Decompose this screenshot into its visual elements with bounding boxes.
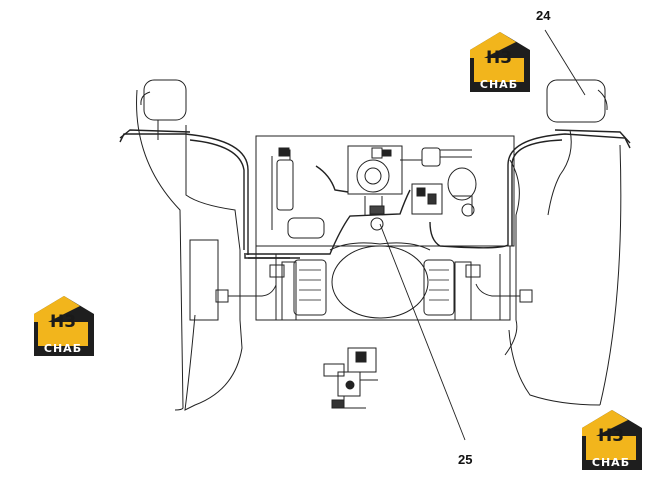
- callout-label-25: 25: [458, 452, 473, 467]
- fuel-filter-left: [271, 147, 325, 239]
- watermark-text: СНАБ: [591, 456, 631, 469]
- brackets: [215, 264, 533, 303]
- watermark-logo: H3 СНАБ: [578, 406, 648, 472]
- watermark-mark: H3: [49, 312, 77, 332]
- leader-lines: [379, 29, 586, 441]
- watermark-logo: H3 СНАБ: [30, 292, 100, 358]
- watermark-logo-icon: [582, 410, 642, 470]
- watermark-logo-icon: [470, 32, 530, 92]
- callout-label-24: 24: [536, 8, 551, 23]
- watermark-mark: H3: [485, 48, 513, 68]
- watermark-logo-icon: [34, 296, 94, 356]
- detail-inset: [323, 347, 378, 409]
- watermark-text: СНАБ: [479, 78, 519, 91]
- valve-cluster-right: [400, 147, 477, 217]
- fuel-lines: [119, 129, 631, 259]
- fuel-pump: [347, 145, 403, 231]
- frame: [255, 135, 515, 321]
- left-wheel: [136, 79, 243, 411]
- right-wheel: [504, 79, 622, 406]
- watermark-text: СНАБ: [43, 342, 83, 355]
- watermark-logo: H3 СНАБ: [466, 28, 536, 94]
- watermark-mark: H3: [597, 426, 625, 446]
